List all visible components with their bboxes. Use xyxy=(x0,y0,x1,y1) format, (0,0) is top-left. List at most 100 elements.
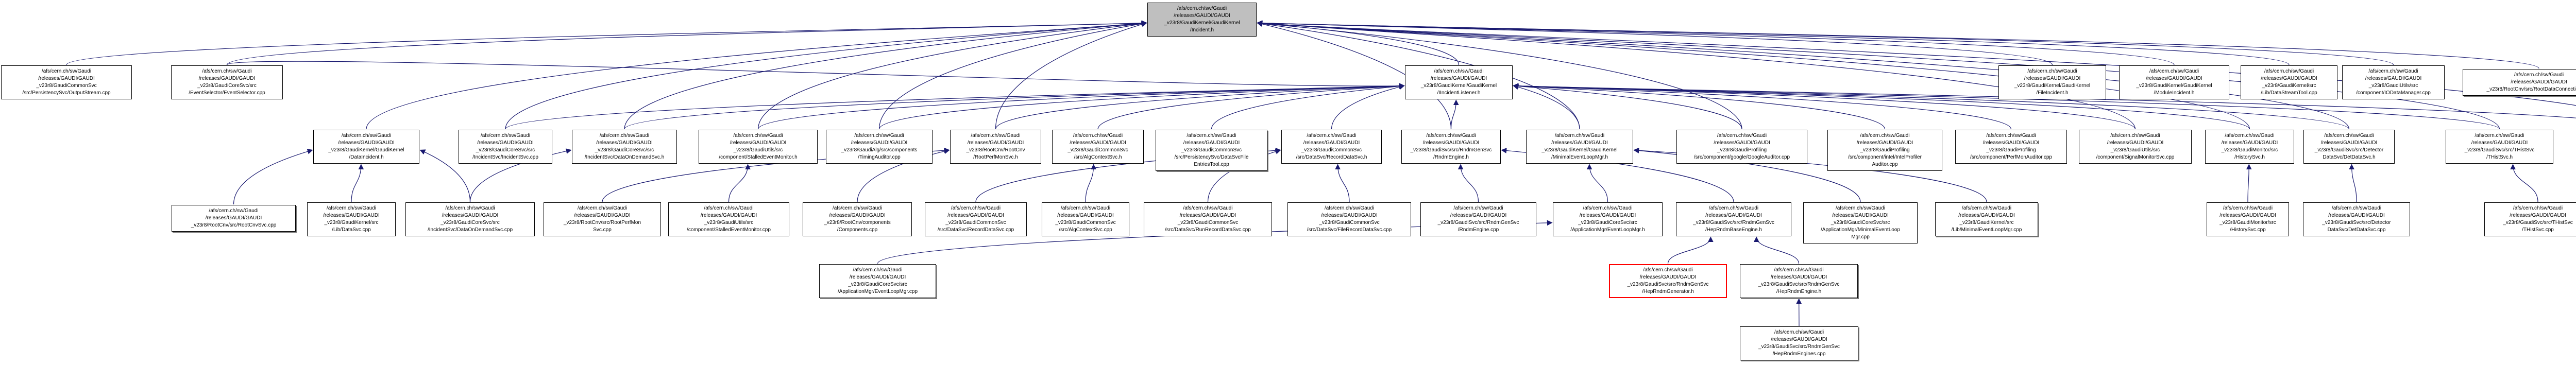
graph-node-historysvc_h[interactable]: /afs/cern.ch/sw/Gaudi/releases/GAUDI/GAU… xyxy=(2205,130,2294,164)
graph-node-datasvc_cpp[interactable]: /afs/cern.ch/sw/Gaudi/releases/GAUDI/GAU… xyxy=(307,202,396,236)
graph-node-heprndmengines_cpp[interactable]: /afs/cern.ch/sw/Gaudi/releases/GAUDI/GAU… xyxy=(1740,326,1858,360)
node-text-line: /afs/cern.ch/sw/Gaudi xyxy=(704,205,754,211)
graph-node-dataondemandsvc_h[interactable]: /afs/cern.ch/sw/Gaudi/releases/GAUDI/GAU… xyxy=(572,130,677,164)
node-text-line: /releases/GAUDI/GAUDI xyxy=(851,140,908,146)
graph-node-heprndmgenerator_h[interactable]: /afs/cern.ch/sw/Gaudi/releases/GAUDI/GAU… xyxy=(1609,264,1727,298)
node-text-line: EntriesTool.cpp xyxy=(1194,162,1229,167)
graph-node-minimaleventloopmgr_h[interactable]: /afs/cern.ch/sw/Gaudi/releases/GAUDI/GAU… xyxy=(1526,130,1633,164)
node-text-line: /afs/cern.ch/sw/Gaudi xyxy=(2475,133,2524,138)
node-text-line: /HepRndmEngines.cpp xyxy=(1772,351,1826,357)
graph-node-incidentsvc_cpp[interactable]: /afs/cern.ch/sw/Gaudi/releases/GAUDI/GAU… xyxy=(459,130,552,164)
include-edge-eventselector-to-incident_h xyxy=(226,20,1147,65)
graph-node-detdatasvc_cpp[interactable]: /afs/cern.ch/sw/Gaudi/releases/GAUDI/GAU… xyxy=(2303,202,2410,236)
graph-node-algcontextsvc_h[interactable]: /afs/cern.ch/sw/Gaudi/releases/GAUDI/GAU… xyxy=(1052,130,1144,164)
graph-node-recorddatasvc_cpp[interactable]: /afs/cern.ch/sw/Gaudi/releases/GAUDI/GAU… xyxy=(925,202,1027,236)
graph-node-perfmonauditor[interactable]: /afs/cern.ch/sw/Gaudi/releases/GAUDI/GAU… xyxy=(1955,130,2067,164)
node-text-line: _v23r8/GaudiKernel/GaudiKernel xyxy=(328,147,404,153)
node-text-line: /afs/cern.ch/sw/Gaudi xyxy=(2149,68,2199,74)
node-text-line: Auditor.cpp xyxy=(1872,162,1898,167)
graph-node-datastreamtool[interactable]: /afs/cern.ch/sw/Gaudi/releases/GAUDI/GAU… xyxy=(2241,65,2337,99)
graph-node-iodatamanager[interactable]: /afs/cern.ch/sw/Gaudi/releases/GAUDI/GAU… xyxy=(2342,65,2445,99)
node-text-line: /src/component/intel/IntelProfiler xyxy=(1848,154,1922,160)
graph-node-iincidentlistener[interactable]: /afs/cern.ch/sw/Gaudi/releases/GAUDI/GAU… xyxy=(1405,65,1513,99)
graph-node-fileincident[interactable]: /afs/cern.ch/sw/Gaudi/releases/GAUDI/GAU… xyxy=(1998,65,2106,99)
include-edge-dataondemandsvc_h-to-incident_h xyxy=(624,21,1147,130)
include-edge-datasvc_cpp-to-dataincident xyxy=(351,164,364,202)
node-text-line: /afs/cern.ch/sw/Gaudi xyxy=(1060,205,1111,211)
graph-node-rootcnvsvc[interactable]: /afs/cern.ch/sw/Gaudi/releases/GAUDI/GAU… xyxy=(172,205,296,232)
node-text-line: /afs/cern.ch/sw/Gaudi xyxy=(209,208,259,214)
graph-node-components[interactable]: /afs/cern.ch/sw/Gaudi/releases/GAUDI/GAU… xyxy=(803,202,912,236)
include-edge-minimaleventloopmgr_h-to-iincidentlistener xyxy=(1513,84,1580,130)
node-text-line: _v23r8/GaudiProfiling xyxy=(1717,147,1767,153)
node-text-line: /IIncidentListener.h xyxy=(1437,90,1481,96)
include-edge-rootcnvsvc-to-dataincident xyxy=(233,149,313,205)
node-text-line: /src/DataSvc/RecordDataSvc.cpp xyxy=(937,227,1014,233)
node-text-line: /ApplicationMgr/EventLoopMgr.cpp xyxy=(837,289,918,294)
node-text-line: /releases/GAUDI/GAUDI xyxy=(1303,140,1360,146)
graph-node-minimaleventloopmgr_cpp1[interactable]: /afs/cern.ch/sw/Gaudi/releases/GAUDI/GAU… xyxy=(1803,202,1918,244)
graph-node-rootperfmonsvc_h[interactable]: /afs/cern.ch/sw/Gaudi/releases/GAUDI/GAU… xyxy=(950,130,1041,164)
node-text-line: /afs/cern.ch/sw/Gaudi xyxy=(1453,205,1503,211)
graph-node-dataincident[interactable]: /afs/cern.ch/sw/Gaudi/releases/GAUDI/GAU… xyxy=(313,130,419,164)
include-edge-algcontextsvc_cpp-to-algcontextsvc_h xyxy=(1085,164,1096,202)
node-text-line: /releases/GAUDI/GAUDI xyxy=(1856,140,1913,146)
graph-node-heprndmengine_h[interactable]: /afs/cern.ch/sw/Gaudi/releases/GAUDI/GAU… xyxy=(1740,264,1858,298)
node-text-line: /HistorySvc.h xyxy=(2234,154,2265,160)
include-edge-intelprofilerauditor-to-iincidentlistener xyxy=(1513,83,1886,130)
graph-node-thistsvc_cpp[interactable]: /afs/cern.ch/sw/Gaudi/releases/GAUDI/GAU… xyxy=(2484,202,2576,236)
graph-node-stalledeventmonitor_h[interactable]: /afs/cern.ch/sw/Gaudi/releases/GAUDI/GAU… xyxy=(699,130,818,164)
graph-node-moduleincident[interactable]: /afs/cern.ch/sw/Gaudi/releases/GAUDI/GAU… xyxy=(2119,65,2229,99)
graph-node-minimaleventloopmgr_cpp2[interactable]: /afs/cern.ch/sw/Gaudi/releases/GAUDI/GAU… xyxy=(1935,202,2038,236)
node-text-line: DataSvc/DetDataSvc.cpp xyxy=(2327,227,2386,233)
include-edge-googleauditor-to-incident_h xyxy=(1257,21,1742,130)
graph-node-historysvc_cpp[interactable]: /afs/cern.ch/sw/Gaudi/releases/GAUDI/GAU… xyxy=(2207,202,2289,236)
graph-node-recorddatasvc_h[interactable]: /afs/cern.ch/sw/Gaudi/releases/GAUDI/GAU… xyxy=(1281,130,1382,164)
graph-node-runrecorddatasvc_cpp[interactable]: /afs/cern.ch/sw/Gaudi/releases/GAUDI/GAU… xyxy=(1144,202,1272,236)
graph-node-rootperfmonsvc_cpp[interactable]: /afs/cern.ch/sw/Gaudi/releases/GAUDI/GAU… xyxy=(544,202,661,236)
graph-node-algcontextsvc_cpp[interactable]: /afs/cern.ch/sw/Gaudi/releases/GAUDI/GAU… xyxy=(1042,202,1129,236)
include-edge-timingauditor-to-incident_h xyxy=(878,21,1147,130)
graph-node-outputstream[interactable]: /afs/cern.ch/sw/Gaudi/releases/GAUDI/GAU… xyxy=(1,65,132,99)
graph-node-datasvcfileentriestool[interactable]: /afs/cern.ch/sw/Gaudi/releases/GAUDI/GAU… xyxy=(1156,130,1267,171)
graph-node-dataondemandsvc_cpp[interactable]: /afs/cern.ch/sw/Gaudi/releases/GAUDI/GAU… xyxy=(405,202,535,236)
graph-node-thistsvc_h[interactable]: /afs/cern.ch/sw/Gaudi/releases/GAUDI/GAU… xyxy=(2446,130,2553,164)
node-text-line: _v23r8/GaudiSvc/src/THistSvc xyxy=(2464,147,2535,153)
graph-node-googleauditor[interactable]: /afs/cern.ch/sw/Gaudi/releases/GAUDI/GAU… xyxy=(1676,130,1807,164)
node-text-line: _v23r8/RootCnv/src/RootDataConnection.cp… xyxy=(2486,86,2576,92)
graph-node-rndmengine_cpp[interactable]: /afs/cern.ch/sw/Gaudi/releases/GAUDI/GAU… xyxy=(1420,202,1536,236)
include-edge-components-to-rootperfmonsvc_h xyxy=(857,148,950,202)
node-text-line: /releases/GAUDI/GAUDI xyxy=(1183,140,1240,146)
graph-node-rndmengine_h[interactable]: /afs/cern.ch/sw/Gaudi/releases/GAUDI/GAU… xyxy=(1401,130,1501,164)
node-text-line: /afs/cern.ch/sw/Gaudi xyxy=(1860,133,1910,138)
graph-node-eventloopmgr_cpp[interactable]: /afs/cern.ch/sw/Gaudi/releases/GAUDI/GAU… xyxy=(819,264,936,298)
include-edge-minimaleventloopmgr_cpp1-to-minimaleventloopmgr_h xyxy=(1633,148,1861,202)
node-text-line: /HepRndmGenerator.h xyxy=(1642,289,1694,294)
node-text-line: _v23r8/GaudiCoreSvc/src xyxy=(1578,220,1637,225)
graph-node-stalledeventmonitor_cpp[interactable]: /afs/cern.ch/sw/Gaudi/releases/GAUDI/GAU… xyxy=(668,202,789,236)
node-text-line: /releases/GAUDI/GAUDI xyxy=(2146,76,2202,81)
graph-node-eventloopmgr_h[interactable]: /afs/cern.ch/sw/Gaudi/releases/GAUDI/GAU… xyxy=(1553,202,1663,236)
node-text-line: /Lib/DataStreamTool.cpp xyxy=(2261,90,2317,96)
graph-node-heprndmbaseengine_h[interactable]: /afs/cern.ch/sw/Gaudi/releases/GAUDI/GAU… xyxy=(1676,202,1791,236)
node-text-line: /afs/cern.ch/sw/Gaudi xyxy=(2368,68,2418,74)
graph-node-intelprofilerauditor[interactable]: /afs/cern.ch/sw/Gaudi/releases/GAUDI/GAU… xyxy=(1827,130,1942,171)
node-text-line: _v23r8/GaudiCommonSvc xyxy=(1181,147,1242,153)
node-text-line: /afs/cern.ch/sw/Gaudi xyxy=(599,133,650,138)
include-edge-datastreamtool-to-incident_h xyxy=(1257,20,2290,65)
node-text-line: /releases/GAUDI/GAUDI xyxy=(2365,76,2422,81)
node-text-line: /releases/GAUDI/GAUDI xyxy=(1639,274,1697,280)
graph-node-detdatasvc_h[interactable]: /afs/cern.ch/sw/Gaudi/releases/GAUDI/GAU… xyxy=(2303,130,2395,164)
include-edge-outputstream-to-incident_h xyxy=(66,20,1147,65)
node-text-line: /FileIncident.h xyxy=(2036,90,2069,96)
graph-node-signalmonitorsvc[interactable]: /afs/cern.ch/sw/Gaudi/releases/GAUDI/GAU… xyxy=(2079,130,2192,164)
node-text-line: /src/component/google/GoogleAuditor.cpp xyxy=(1693,154,1790,160)
graph-node-rootdataconnection[interactable]: /afs/cern.ch/sw/Gaudi/releases/GAUDI/GAU… xyxy=(2463,69,2576,96)
graph-node-filerecorddatasvc_cpp[interactable]: /afs/cern.ch/sw/Gaudi/releases/GAUDI/GAU… xyxy=(1287,202,1411,236)
node-text-line: /releases/GAUDI/GAUDI xyxy=(1714,140,1770,146)
node-text-line: /afs/cern.ch/sw/Gaudi xyxy=(1177,6,1227,11)
graph-node-timingauditor[interactable]: /afs/cern.ch/sw/Gaudi/releases/GAUDI/GAU… xyxy=(826,130,933,164)
node-text-line: /afs/cern.ch/sw/Gaudi xyxy=(2223,205,2273,211)
graph-node-eventselector[interactable]: /afs/cern.ch/sw/Gaudi/releases/GAUDI/GAU… xyxy=(171,65,283,99)
node-text-line: _v23r8/GaudiCommonSvc xyxy=(945,220,1006,225)
